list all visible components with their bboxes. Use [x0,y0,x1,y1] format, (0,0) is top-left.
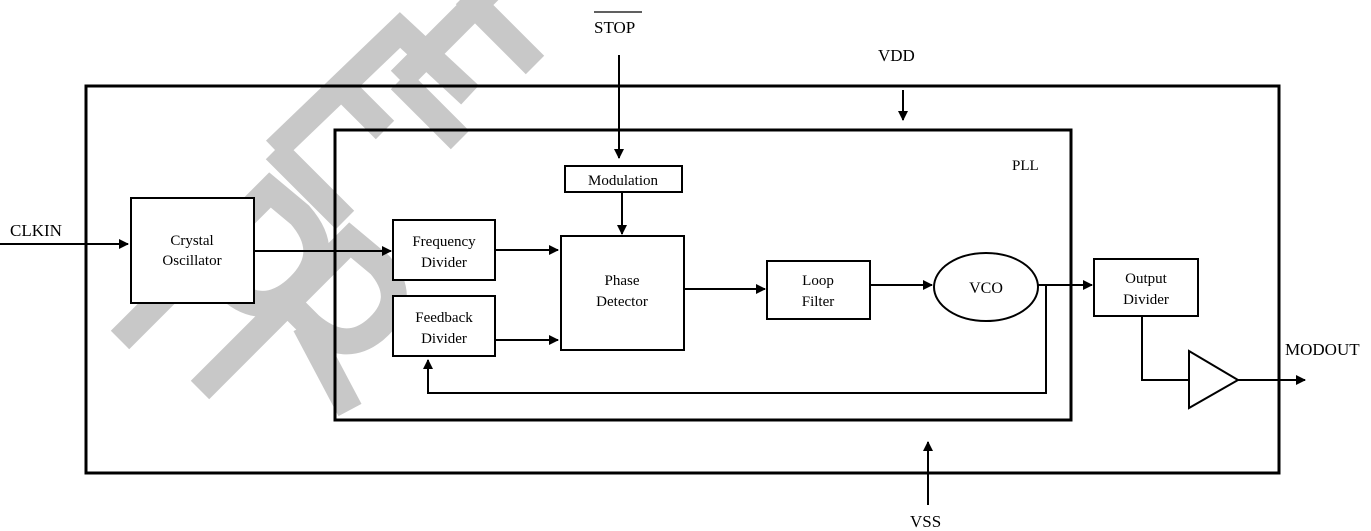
feedback-divider-block: Feedback Divider [392,295,496,357]
loop-filter-block: Loop Filter [766,260,871,320]
modout-label: MODOUT [1285,340,1360,359]
feedback-divider-label-1: Feedback [415,310,473,326]
output-divider-label-2: Divider [1123,292,1169,308]
output-divider-label-1: Output [1125,271,1168,287]
output-buffer-triangle [1188,349,1240,410]
stop-label: STOP [594,18,635,37]
stop-pin: STOP [594,11,642,159]
crystal-oscillator-label-2: Oscillator [162,253,221,269]
pll-label: PLL [1012,158,1039,174]
frequency-divider-label-2: Divider [421,255,467,271]
vss-pin: VSS [910,441,941,531]
feedback-divider-label-2: Divider [421,331,467,347]
vss-label: VSS [910,512,941,531]
outdiv-to-buffer-wire [1141,316,1188,381]
phase-detector-label-1: Phase [605,273,640,289]
clkin-label: CLKIN [10,221,62,240]
frequency-divider-label-1: Frequency [412,234,476,250]
modulation-block: Modulation [564,165,683,193]
crystal-oscillator-block: Crystal Oscillator [130,197,255,304]
phase-detector-label-2: Detector [596,294,648,310]
vdd-pin: VDD [878,46,915,121]
loop-filter-label-1: Loop [802,273,834,289]
vdd-label: VDD [878,46,915,65]
output-divider-block: Output Divider [1093,258,1199,317]
vco-block: VCO [933,252,1039,322]
vco-label: VCO [969,280,1003,297]
loop-filter-label-2: Filter [802,294,835,310]
phase-detector-block: Phase Detector [560,235,685,351]
feedback-path-wire [423,285,1047,394]
modulation-label: Modulation [588,173,658,189]
clkin-pin: CLKIN [0,221,129,249]
pll-boundary [333,128,1073,422]
chip-boundary [84,84,1281,475]
frequency-divider-block: Frequency Divider [392,219,496,281]
crystal-oscillator-label-1: Crystal [170,233,213,249]
